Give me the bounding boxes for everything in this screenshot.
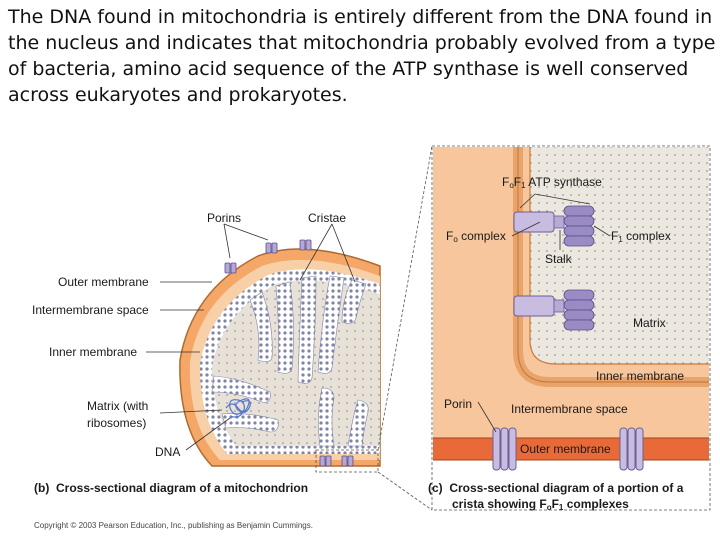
label-porin-c: Porin [444,397,473,411]
label-porins: Porins [207,211,242,225]
cristae-folds [211,275,369,447]
atp-synthase-upper [513,205,595,247]
atp-synthase-lower [513,289,595,331]
label-matrix-line1: Matrix (with [87,399,149,413]
copyright-notice: Copyright © 2003 Pearson Education, Inc.… [34,521,313,530]
caption-c-line2: crista showing FoF1 complexes [452,497,629,512]
label-dna: DNA [155,445,181,459]
label-outer-membrane: Outer membrane [58,275,149,289]
label-fo-complex: Fo complex [446,229,506,244]
intro-paragraph: The DNA found in mitochondria is entirel… [8,6,716,106]
crista-closeup [431,145,711,511]
label-matrix-c: Matrix [633,316,666,330]
mitochondrion-cross-section [146,145,433,511]
label-stalk: Stalk [545,252,572,266]
label-inner-membrane-c: Inner membrane [596,369,685,383]
caption-b: (b) Cross-sectional diagram of a mitocho… [34,481,309,495]
porin-proteins [492,427,644,471]
label-intermembrane-space: Intermembrane space [32,303,149,317]
label-f1-complex: F1 complex [611,229,671,244]
caption-c: (c) Cross-sectional diagram of a portion… [428,481,684,495]
label-outer-membrane-c: Outer membrane [520,442,611,456]
porins [224,239,354,467]
label-fofi-atp-synthase: FoF1 ATP synthase [502,175,602,190]
dna-strand [225,398,251,418]
label-inner-membrane: Inner membrane [49,345,138,359]
label-intermembrane-space-c: Intermembrane space [511,402,628,416]
label-cristae: Cristae [308,211,347,225]
label-matrix-line2: ribosomes) [87,416,147,430]
